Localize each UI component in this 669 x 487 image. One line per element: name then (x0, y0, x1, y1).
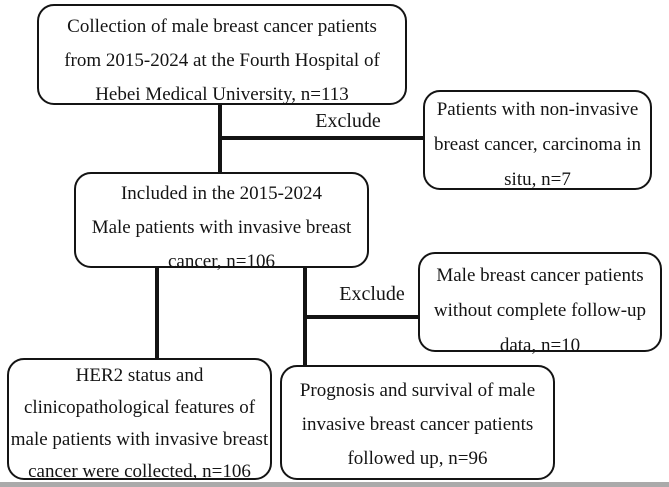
connector-exclude-noninvasive (218, 136, 425, 140)
node-collection: Collection of male breast cancer patient… (37, 4, 407, 105)
connector-included-to-her2 (155, 266, 159, 360)
node-text-line: cancer were collected, n=106 (28, 461, 251, 482)
node-text-line: situ, n=7 (504, 169, 571, 190)
node-text-line: Included in the 2015-2024 (120, 183, 323, 204)
node-text-line: Prognosis and survival of male (299, 380, 536, 401)
exclude-label-2: Exclude (339, 283, 405, 305)
node-her2-collected: HER2 status and clinicopathological feat… (7, 358, 272, 482)
node-included: Included in the 2015-2024 Male patients … (74, 172, 369, 272)
exclude-label-1: Exclude (315, 110, 381, 132)
node-followup-excluded: Male breast cancer patients without comp… (418, 252, 662, 356)
node-prognosis-followed: Prognosis and survival of male invasive … (280, 365, 555, 480)
node-text-line: without complete follow-up (433, 300, 647, 321)
node-noninvasive-excluded: Patients with non-invasive breast cancer… (423, 90, 652, 190)
node-text-line: data, n=10 (499, 335, 581, 356)
figure-bottom-edge (0, 482, 669, 487)
node-text-line: cancer, n=106 (167, 251, 275, 272)
node-text-line: HER2 status and (75, 365, 204, 386)
node-text-line: clinicopathological features of (23, 397, 256, 418)
node-text-line: male patients with invasive breast (10, 429, 269, 450)
node-text-line: Collection of male breast cancer patient… (67, 16, 377, 37)
node-text-line: Hebei Medical University, n=113 (95, 84, 349, 105)
node-text-line: breast cancer, carcinoma in (433, 134, 642, 155)
node-text-line: invasive breast cancer patients (301, 414, 534, 435)
node-text-line: Patients with non-invasive (436, 99, 639, 120)
node-text-line: from 2015-2024 at the Fourth Hospital of (64, 50, 380, 71)
node-text-line: followed up, n=96 (347, 448, 488, 469)
connector-exclude-followup (303, 315, 420, 319)
node-text-line: Male breast cancer patients (436, 265, 644, 286)
node-text-line: Male patients with invasive breast (91, 217, 352, 238)
